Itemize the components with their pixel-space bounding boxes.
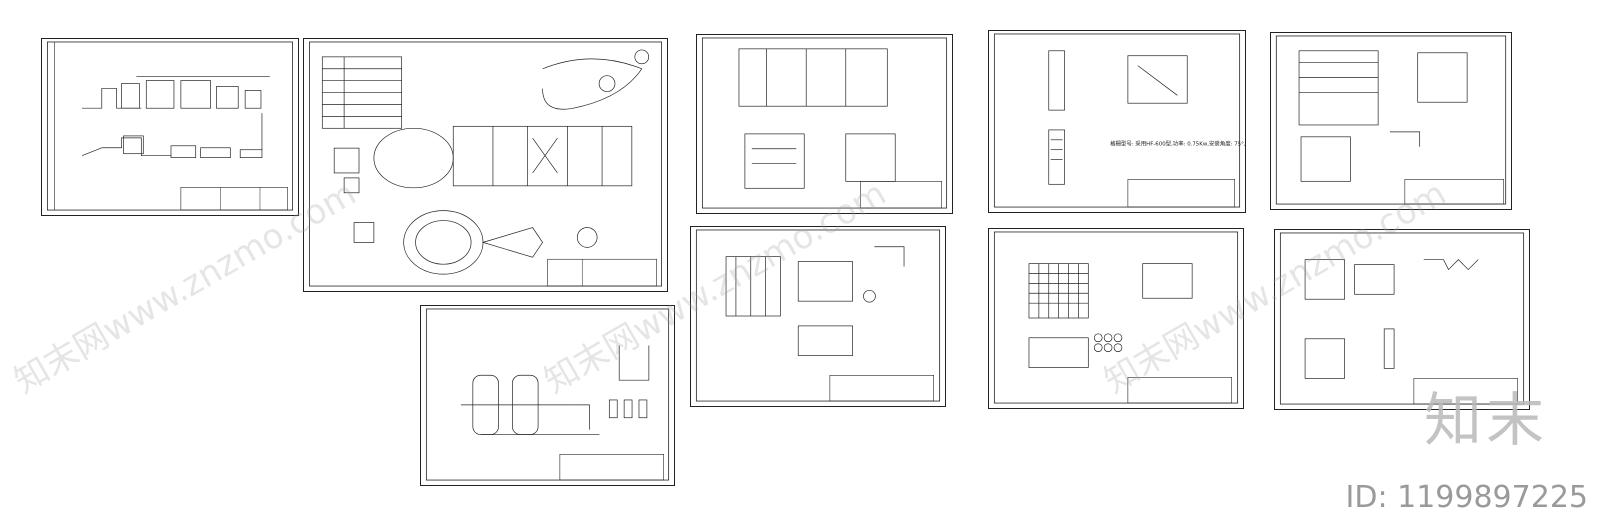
grille-spec-text: 格栅型号: 采用HF-600型,功率: 0.75Kw,安装角度: 75°,间隙:… [1110,140,1245,148]
sludge-drawing [1279,232,1525,405]
sludge-sheet [1274,229,1530,410]
tank-plan-drawing [701,37,948,209]
grille-drawing: 格栅型号: 采用HF-600型,功率: 0.75Kw,安装角度: 75°,间隙:… [993,33,1245,208]
watermark-logo: 知末 [1423,386,1548,454]
filter-drawing [993,231,1239,404]
plan-layout-sheet [303,38,668,292]
equipment-drawing [425,308,670,481]
plan-layout-drawing [309,41,662,287]
flow-chart-drawing [46,41,294,211]
tank-section-drawing [695,229,941,402]
tank-section-sheet [690,226,946,407]
sedimentation-sheet [1270,32,1512,210]
filter-sheet [988,228,1244,409]
grille-sheet: 格栅型号: 采用HF-600型,功率: 0.75Kw,安装角度: 75°,间隙:… [988,30,1246,213]
watermark-id: ID: 1199897225 [1345,480,1588,515]
flow-chart-sheet [41,38,299,216]
sedimentation-drawing [1275,35,1507,205]
tank-plan-sheet [696,34,953,214]
equipment-sheet [420,305,675,486]
